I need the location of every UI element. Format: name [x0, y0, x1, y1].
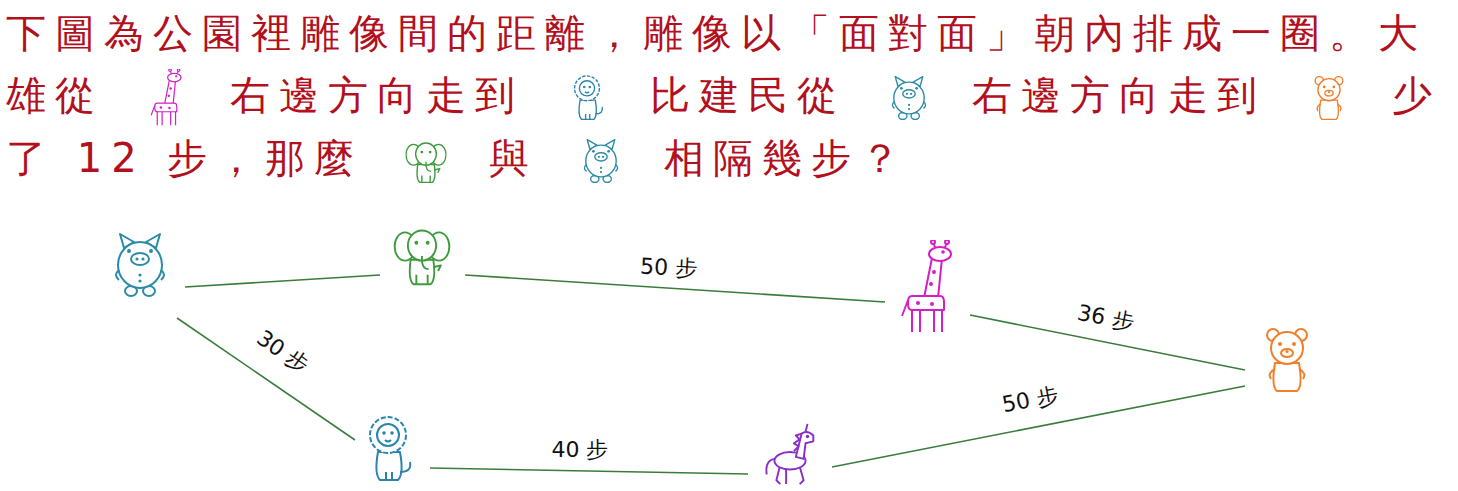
path-line	[430, 468, 748, 474]
question-text: 比建民從	[650, 72, 846, 118]
horse-statue	[766, 424, 813, 484]
question-paragraph: 下圖為公園裡雕像間的距離，雕像以「面對面」朝內排成一圈。大雄從右邊方向走到比建民…	[6, 2, 1454, 190]
statue-icon-drawing	[552, 69, 622, 127]
question-text: 右邊方向走到	[972, 72, 1266, 118]
giraffe-statue	[902, 240, 951, 332]
elephant-statue	[395, 230, 450, 284]
distance-label: 50 步	[636, 253, 700, 282]
question-text: 與	[489, 135, 538, 181]
path-lines	[177, 275, 1245, 474]
lion-statue	[370, 417, 410, 480]
distance-label: 30 步	[249, 323, 316, 380]
statue-icon-drawing	[566, 132, 636, 190]
statue-icon	[552, 69, 622, 127]
bear-statue	[1267, 329, 1307, 391]
question-text: 相隔幾步？	[664, 135, 909, 181]
statue-icon-drawing	[132, 69, 202, 127]
statue-icon	[566, 132, 636, 190]
path-line	[185, 275, 380, 287]
statue-icon	[391, 132, 461, 190]
statue-icon-drawing	[874, 69, 944, 127]
statue-icon	[1294, 69, 1364, 127]
statue-icon-drawing	[391, 132, 461, 190]
path-line	[177, 318, 355, 440]
statue-icon-drawing	[1294, 69, 1364, 127]
question-text: 右邊方向走到	[230, 72, 524, 118]
pig-statue	[116, 234, 164, 296]
distance-label: 36 步	[1072, 299, 1139, 337]
statue-icon	[874, 69, 944, 127]
distance-label: 40 步	[549, 437, 612, 463]
distance-label: 50 步	[997, 381, 1064, 419]
statue-icon	[132, 69, 202, 127]
